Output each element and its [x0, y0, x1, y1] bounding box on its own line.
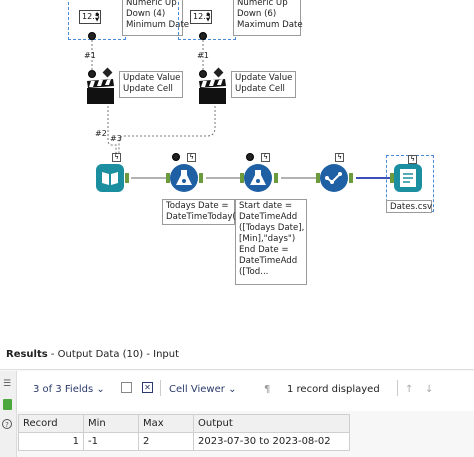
anchor-icon [199, 70, 207, 78]
results-title-rest: - Output Data (10) - Input [47, 349, 180, 360]
anchor-icon [172, 153, 180, 161]
select-tool[interactable] [320, 164, 348, 192]
input-anchor[interactable] [240, 173, 244, 183]
results-title-bold: Results [6, 349, 48, 360]
note-line: Numeric Up [126, 0, 177, 8]
output-anchor[interactable] [274, 173, 278, 183]
connection-label: #2 [95, 129, 107, 138]
edit-checkbox-icon[interactable] [121, 382, 132, 393]
cell-viewer-dropdown[interactable]: Cell Viewer ⌄ [169, 384, 236, 395]
cell-max[interactable]: 2 [138, 432, 194, 451]
col-header-record[interactable]: Record [18, 414, 84, 433]
connection-label: #1 [84, 51, 96, 60]
fields-label: 3 of 3 Fields [33, 384, 94, 395]
table-row: 1 -1 2 2023-07-30 to 2023-08-02 [18, 432, 350, 451]
document-icon [400, 169, 416, 187]
table-header-row: Record Min Max Output [18, 414, 350, 433]
note-line: Update Cell [235, 84, 285, 94]
flask-icon [176, 170, 192, 185]
col-header-min[interactable]: Min [83, 414, 139, 433]
note-line: Numeric Up [237, 0, 288, 8]
col-header-output[interactable]: Output [193, 414, 350, 433]
clapperboard-icon[interactable] [198, 79, 228, 105]
input-anchor[interactable] [390, 173, 394, 183]
spin-arrows-icon: ▲▼ [206, 11, 210, 23]
clear-icon[interactable]: ✕ [142, 382, 153, 393]
connection-label: #3 [110, 134, 122, 143]
checkmark-icon [325, 172, 342, 184]
anchor-icon [88, 32, 96, 40]
note-line: Down (6) [237, 9, 277, 19]
results-table: Record Min Max Output 1 -1 2 2023-07-30 … [18, 414, 350, 451]
help-icon[interactable]: ? [2, 419, 12, 429]
pilcrow-icon[interactable]: ¶ [264, 384, 271, 395]
note-line: Update Value [235, 73, 293, 83]
cell-min[interactable]: -1 [83, 432, 139, 451]
list-icon[interactable]: ☰ [3, 379, 12, 389]
anchor-icon [88, 70, 96, 78]
toolbar-divider [397, 380, 398, 396]
record-count: 1 record displayed [287, 384, 380, 395]
lightning-icon: ϟ [261, 153, 270, 162]
results-title: Results - Output Data (10) - Input [0, 340, 474, 370]
results-left-bar: ☰ ? [0, 371, 17, 457]
chevron-down-icon: ⌄ [96, 384, 105, 395]
formula1-annotation: Todays Date = DateTimeToday() [162, 199, 239, 225]
output-anchor[interactable] [349, 173, 353, 183]
book-icon [102, 172, 118, 185]
formula2-annotation: Start date = DateTimeAdd ([Todays Date],… [235, 199, 307, 285]
formula-tool-2[interactable] [244, 164, 272, 192]
fields-dropdown[interactable]: 3 of 3 Fields ⌄ [33, 384, 105, 395]
arrow-up-icon[interactable]: ↑ [405, 384, 414, 395]
lightning-icon: ϟ [187, 153, 196, 162]
lightning-icon: ϟ [335, 153, 344, 162]
data-grid-icon[interactable] [3, 399, 12, 410]
output-anchor[interactable] [125, 173, 129, 183]
col-header-max[interactable]: Max [138, 414, 194, 433]
input-anchor[interactable] [316, 173, 320, 183]
note-line: Down (4) [126, 9, 166, 19]
flask-icon [250, 170, 266, 185]
spin-arrows-icon: ▲▼ [95, 11, 99, 23]
results-panel: Results - Output Data (10) - Input ☰ ? 3… [0, 340, 474, 457]
lightning-icon: ϟ [112, 153, 121, 162]
formula-tool-1[interactable] [170, 164, 198, 192]
connection-label: #1 [197, 51, 209, 60]
toolbar-divider [160, 380, 161, 396]
anchor-icon [246, 153, 254, 161]
numeric-updown-max-tool[interactable]: 12.3▲▼ [190, 10, 212, 24]
arrow-down-icon[interactable]: ↓ [425, 384, 434, 395]
output-data-tool[interactable] [394, 164, 422, 192]
connection-lines [91, 36, 390, 179]
cell-record[interactable]: 1 [18, 432, 84, 451]
numeric-min-value: 12.3 [82, 12, 100, 21]
note-line: Update Cell [123, 84, 173, 94]
input-anchor[interactable] [166, 173, 170, 183]
lightning-icon: ϟ [408, 155, 417, 164]
numeric-updown-min-tool[interactable]: 12.3▲▼ [79, 10, 101, 24]
cell-viewer-label: Cell Viewer [169, 384, 225, 395]
chevron-down-icon: ⌄ [228, 384, 237, 395]
output-anchor[interactable] [199, 173, 203, 183]
clapperboard-icon[interactable] [86, 79, 116, 105]
cell-output[interactable]: 2023-07-30 to 2023-08-02 [193, 432, 350, 451]
results-toolbar: 3 of 3 Fields ⌄ ✕ Cell Viewer ⌄ ¶ 1 reco… [17, 371, 474, 411]
numeric-max-value: 12.3 [193, 12, 211, 21]
note-line: Update Value [123, 73, 181, 83]
anchor-icon [199, 32, 207, 40]
output-annotation: Dates.csv [386, 200, 432, 213]
note-line: Maximum Date [237, 20, 303, 30]
input-data-tool[interactable] [96, 164, 124, 192]
